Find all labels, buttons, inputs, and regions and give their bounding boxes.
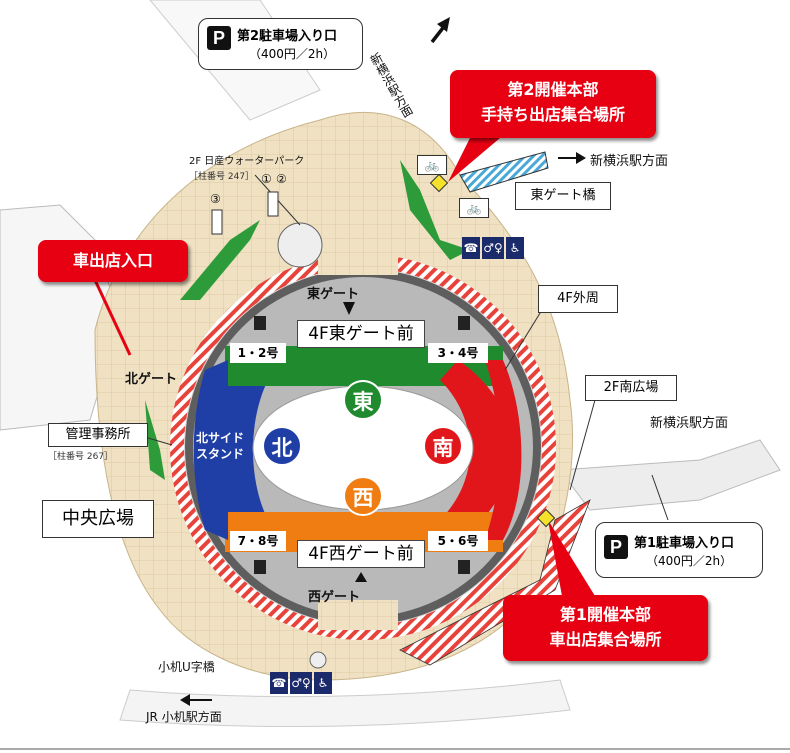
shin-yokohama-direction-south: 新横浜駅方面	[650, 416, 729, 431]
stand-north-side	[193, 360, 228, 540]
west-gate-marker	[355, 572, 367, 582]
toilet-icon: ♂♀	[290, 672, 312, 694]
gate-number-56: 5・6号	[428, 531, 488, 551]
phone-icon: ☎	[462, 237, 480, 259]
water-park-label: 2F 日産ウォーターパーク	[189, 156, 305, 167]
arrow-icon	[180, 694, 212, 706]
gate-number-78: 7・8号	[230, 531, 286, 551]
pillar-247-label: ［柱番号 247］	[189, 172, 255, 182]
central-plaza-text: 中央広場	[62, 508, 134, 529]
toilet-icon: ♂♀	[482, 237, 504, 259]
north-side-stand-label: 北サイド スタンド	[196, 431, 245, 461]
wheelchair-icon: ♿	[506, 237, 524, 259]
outer-4f-text: 4F外周	[557, 291, 599, 306]
road-east	[559, 439, 781, 511]
car-entry-label: 車出店入口	[72, 251, 153, 270]
hq2-subtitle: 手持ち出店集合場所	[480, 105, 625, 124]
east-gate-bridge-text: 東ゲート橋	[530, 188, 596, 203]
facility-icons-east: ☎ ♂♀ ♿	[462, 237, 524, 259]
elevator-3-label: ③	[210, 192, 221, 206]
stand-south-badge: 南	[423, 426, 463, 466]
coin-locker-icon	[458, 560, 470, 574]
parking-p-mark: P	[207, 26, 231, 50]
hq1-pointer	[548, 520, 595, 596]
stand-south	[440, 360, 512, 540]
kozukue-bridge-label: 小机U字橋	[158, 660, 215, 674]
parking1-price: （400円／2h）	[646, 554, 733, 568]
elevator-marker-1	[267, 191, 279, 217]
elevator-1-label: ①	[261, 172, 272, 186]
gate-number-34: 3・4号	[428, 343, 488, 363]
pillar-267-label: ［柱番号 267］	[48, 452, 114, 462]
parking2-price: （400円／2h）	[249, 47, 336, 61]
coin-locker-icon	[254, 316, 266, 330]
parking1-leader	[651, 474, 669, 521]
hq1-title: 第1開催本部	[559, 605, 652, 624]
admin-leader	[147, 437, 173, 446]
stand-west-badge: 西	[343, 476, 383, 516]
outer-leader	[504, 304, 546, 371]
west-gate-gap	[318, 600, 398, 630]
hq1-callout: 第1開催本部 車出店集合場所	[503, 595, 708, 661]
east-gate-bridge	[459, 151, 549, 193]
coin-locker-icon	[254, 560, 266, 574]
west-gate-front-text: 4F西ゲート前	[308, 544, 414, 564]
arrow-icon	[558, 152, 586, 164]
west-plaza-fountain	[309, 651, 327, 669]
stand-east-badge: 東	[343, 380, 383, 420]
hq2-pointer	[448, 138, 500, 182]
south-walkway	[399, 499, 591, 666]
east-gate-label: 東ゲート	[307, 287, 360, 302]
hq2-title: 第2開催本部	[507, 80, 599, 99]
parking1-sign: P 第1駐車場入り口 （400円／2h）	[595, 522, 763, 578]
parking2-title: 第2駐車場入り口	[237, 29, 338, 44]
elevator-2-label: ②	[276, 172, 287, 186]
west-gate-front-sign: 4F西ゲート前	[297, 540, 425, 568]
car-entry-pointer	[93, 279, 132, 356]
east-gate-front-text: 4F東ゲート前	[308, 324, 414, 344]
bicycle-icon: 🚲	[417, 155, 447, 175]
east-gate-front-sign: 4F東ゲート前	[297, 320, 425, 348]
admin-office-text: 管理事務所	[65, 427, 131, 442]
gate-number-12: 1・2号	[230, 343, 286, 363]
east-gate-gap	[318, 245, 398, 275]
car-entry-callout: 車出店入口	[38, 240, 188, 282]
west-gate-label: 西ゲート	[308, 590, 361, 605]
jr-kozukue-direction: JR 小机駅方面	[146, 710, 222, 724]
east-gate-bridge-label: 東ゲート橋	[515, 182, 611, 210]
bicycle-icon: 🚲	[459, 198, 489, 218]
stand-south-side	[485, 360, 522, 540]
hq1-subtitle: 車出店集合場所	[549, 630, 662, 649]
coin-locker-icon	[458, 316, 470, 330]
stand-north-badge: 北	[262, 426, 302, 466]
facility-icons-west: ☎ ♂♀ ♿	[270, 672, 332, 694]
greenery-north	[180, 220, 260, 300]
road-south	[119, 679, 571, 728]
parking1-title: 第1駐車場入り口	[634, 536, 735, 551]
hq2-marker	[429, 173, 449, 193]
wheelchair-icon: ♿	[314, 672, 332, 694]
parking-p-mark: P	[604, 535, 628, 559]
shin-yokohama-direction-east: 新横浜駅方面	[590, 154, 669, 169]
hq1-marker	[536, 508, 556, 528]
phone-icon: ☎	[270, 672, 288, 694]
central-plaza-label: 中央広場	[42, 500, 154, 538]
outer-4f-label: 4F外周	[538, 285, 618, 313]
north-gate-label: 北ゲート	[125, 372, 178, 387]
arrow-icon	[430, 17, 450, 44]
south-plaza-label: 2F南広場	[585, 375, 677, 401]
elevator-marker-3	[211, 209, 223, 235]
water-park-building	[277, 222, 323, 268]
south-plaza-text: 2F南広場	[603, 380, 659, 395]
east-gate-marker	[343, 302, 355, 315]
admin-office-label: 管理事務所	[48, 423, 148, 447]
south-plaza-leader	[569, 399, 596, 491]
hq2-callout: 第2開催本部 手持ち出店集合場所	[450, 70, 656, 138]
parking2-sign: P 第2駐車場入り口 （400円／2h）	[198, 18, 363, 70]
